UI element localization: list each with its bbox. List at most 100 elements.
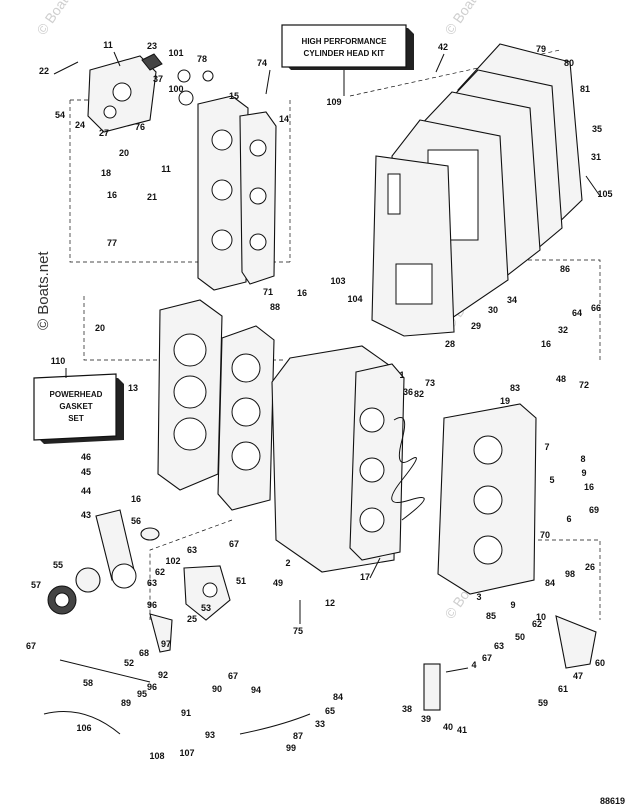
gasket-box-line-2: GASKET — [59, 402, 92, 411]
callout-9: 9 — [581, 468, 586, 478]
cylinder-head-lower — [157, 299, 275, 511]
callout-30: 30 — [488, 305, 498, 315]
callout-45: 45 — [81, 467, 91, 477]
callout-11: 11 — [161, 164, 171, 174]
callout-23: 23 — [147, 41, 157, 51]
callout-94: 94 — [251, 685, 261, 695]
connecting-rod-assembly — [47, 509, 160, 615]
callout-67: 67 — [482, 653, 492, 663]
exhaust-covers-stack — [371, 43, 583, 337]
callout-32: 32 — [558, 325, 568, 335]
callout-72: 72 — [579, 380, 589, 390]
callout-14: 14 — [279, 114, 289, 124]
kit-box-line-2: CYLINDER HEAD KIT — [304, 49, 385, 58]
callout-84: 84 — [333, 692, 343, 702]
callout-108: 108 — [149, 751, 164, 761]
callout-75: 75 — [293, 626, 303, 636]
callout-1: 1 — [399, 370, 404, 380]
callout-69: 69 — [589, 505, 599, 515]
callout-2: 2 — [285, 558, 290, 568]
callout-26: 26 — [585, 562, 595, 572]
callout-104: 104 — [347, 294, 362, 304]
kit-box-line-1: HIGH PERFORMANCE — [302, 37, 388, 46]
callout-9: 9 — [510, 600, 515, 610]
callout-55: 55 — [53, 560, 63, 570]
callout-81: 81 — [580, 84, 590, 94]
callout-16: 16 — [541, 339, 551, 349]
linkage-parts — [43, 565, 597, 735]
callout-59: 59 — [538, 698, 548, 708]
callout-16: 16 — [107, 190, 117, 200]
callout-105: 105 — [597, 189, 612, 199]
callout-22: 22 — [39, 66, 49, 76]
callout-76: 76 — [135, 122, 145, 132]
callout-40: 40 — [443, 722, 453, 732]
callout-25: 25 — [187, 614, 197, 624]
callout-97: 97 — [161, 639, 171, 649]
gasket-box-line-1: POWERHEAD — [50, 390, 103, 399]
callout-65: 65 — [325, 706, 335, 716]
callout-29: 29 — [471, 321, 481, 331]
callout-79: 79 — [536, 44, 546, 54]
callout-82: 82 — [414, 389, 424, 399]
leader-lines — [53, 51, 601, 673]
callout-8: 8 — [580, 454, 585, 464]
callout-37: 37 — [153, 74, 163, 84]
callout-48: 48 — [556, 374, 566, 384]
callout-28: 28 — [445, 339, 455, 349]
callout-6: 6 — [566, 514, 571, 524]
callout-88: 88 — [270, 302, 280, 312]
callout-35: 35 — [592, 124, 602, 134]
callout-67: 67 — [229, 539, 239, 549]
callout-36: 36 — [403, 387, 413, 397]
callout-50: 50 — [515, 632, 525, 642]
crankcase — [437, 403, 537, 595]
callout-86: 86 — [560, 264, 570, 274]
callout-41: 41 — [457, 725, 467, 735]
callout-90: 90 — [212, 684, 222, 694]
callout-96: 96 — [147, 682, 157, 692]
callout-99: 99 — [286, 743, 296, 753]
callout-64: 64 — [572, 308, 582, 318]
callout-58: 58 — [83, 678, 93, 688]
callout-7: 7 — [544, 442, 549, 452]
callout-63: 63 — [187, 545, 197, 555]
callout-96: 96 — [147, 600, 157, 610]
callout-85: 85 — [486, 611, 496, 621]
callout-20: 20 — [119, 148, 129, 158]
callout-16: 16 — [584, 482, 594, 492]
callout-67: 67 — [26, 641, 36, 651]
callout-3: 3 — [476, 592, 481, 602]
callout-15: 15 — [229, 91, 239, 101]
callout-31: 31 — [591, 152, 601, 162]
callout-39: 39 — [421, 714, 431, 724]
callout-52: 52 — [124, 658, 134, 668]
callout-78: 78 — [197, 54, 207, 64]
thermostat-cover — [87, 53, 214, 133]
callout-16: 16 — [297, 288, 307, 298]
callout-107: 107 — [179, 748, 194, 758]
callout-63: 63 — [494, 641, 504, 651]
callout-10: 10 — [536, 612, 546, 622]
callout-13: 13 — [128, 383, 138, 393]
callout-98: 98 — [565, 569, 575, 579]
callout-5: 5 — [549, 475, 554, 485]
callout-71: 71 — [263, 287, 273, 297]
callout-61: 61 — [558, 684, 568, 694]
callout-43: 43 — [81, 510, 91, 520]
callout-11: 11 — [103, 40, 113, 50]
callout-34: 34 — [507, 295, 517, 305]
callout-54: 54 — [55, 110, 65, 120]
callout-68: 68 — [139, 648, 149, 658]
callout-92: 92 — [158, 670, 168, 680]
callout-74: 74 — [257, 58, 267, 68]
gasket-box-line-3: SET — [68, 414, 84, 423]
watermark-side: © Boats.net — [35, 251, 52, 330]
callout-91: 91 — [181, 708, 191, 718]
callout-95: 95 — [137, 689, 147, 699]
callout-57: 57 — [31, 580, 41, 590]
callout-84: 84 — [545, 578, 555, 588]
callout-21: 21 — [147, 192, 157, 202]
callout-33: 33 — [315, 719, 325, 729]
